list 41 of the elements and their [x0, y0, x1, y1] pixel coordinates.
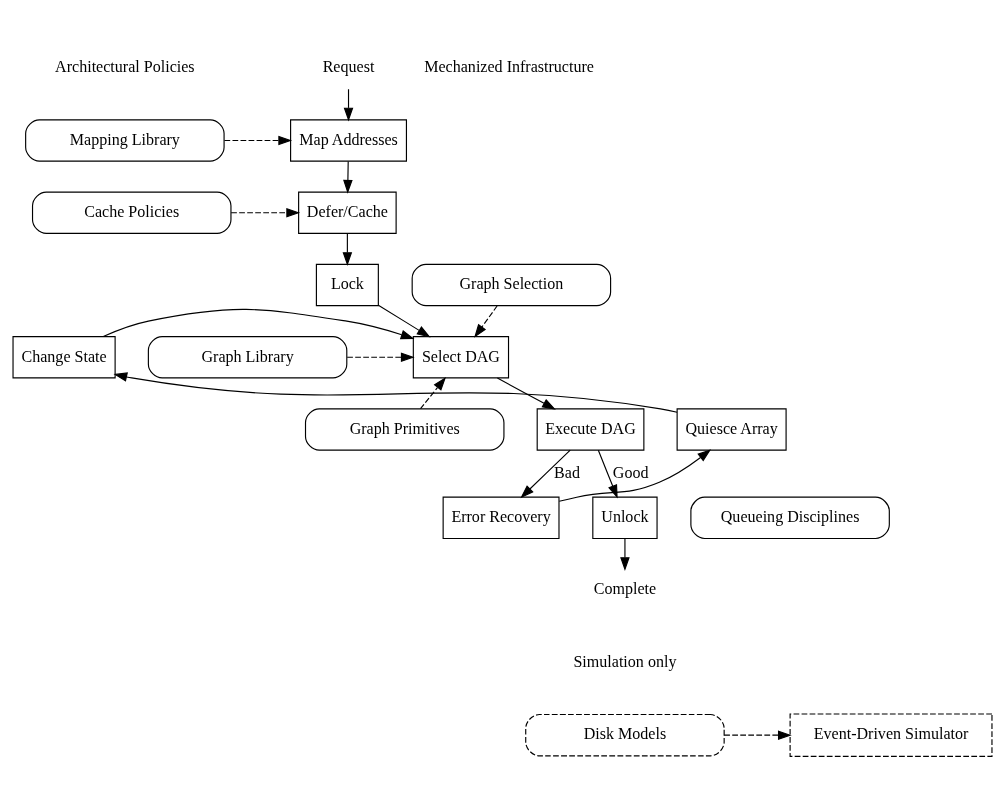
arrow — [496, 377, 556, 410]
arrow — [520, 449, 571, 498]
node-box: Map Addresses — [290, 118, 407, 162]
arrow — [377, 304, 431, 337]
node-box: Mapping Library — [25, 118, 225, 162]
arrow — [723, 729, 792, 740]
node-text: Request — [322, 57, 375, 75]
arrow — [223, 135, 293, 145]
arrow — [343, 88, 354, 121]
node-box: Defer/Cache — [298, 191, 397, 234]
arrow — [558, 448, 712, 502]
arrow — [342, 232, 353, 266]
node-text: Complete — [593, 579, 657, 597]
node-box: Change State — [12, 335, 116, 378]
node-box: Select DAG — [412, 335, 510, 378]
arrow — [102, 308, 415, 339]
edge-label: Good — [612, 463, 649, 481]
arrow — [113, 371, 678, 413]
arrow — [230, 207, 301, 218]
node-box: Cache Policies — [31, 191, 232, 234]
node-box: Queueing Disciplines — [690, 496, 890, 539]
label: Architectural Policies — [55, 57, 195, 75]
arrow — [474, 304, 498, 338]
node-box: Graph Selection — [411, 263, 612, 306]
node-box: Unlock — [592, 496, 658, 539]
node-box: Graph Primitives — [304, 407, 505, 451]
node-box: Error Recovery — [442, 496, 560, 539]
edge-label: Bad — [554, 463, 580, 481]
node-box: Graph Library — [147, 335, 348, 378]
node-box: Disk Models — [525, 713, 725, 756]
arrow — [419, 376, 447, 409]
arrow — [620, 537, 630, 571]
node-box: Quiesce Array — [676, 407, 787, 451]
arrow — [346, 351, 415, 362]
arrow — [343, 160, 353, 194]
label: Simulation only — [573, 652, 677, 670]
node-box: Lock — [315, 263, 379, 306]
label: Mechanized Infrastructure — [424, 57, 594, 75]
arrow — [597, 449, 618, 499]
node-box: Event-Driven Simulator — [789, 712, 993, 757]
node-box: Execute DAG — [536, 407, 645, 451]
